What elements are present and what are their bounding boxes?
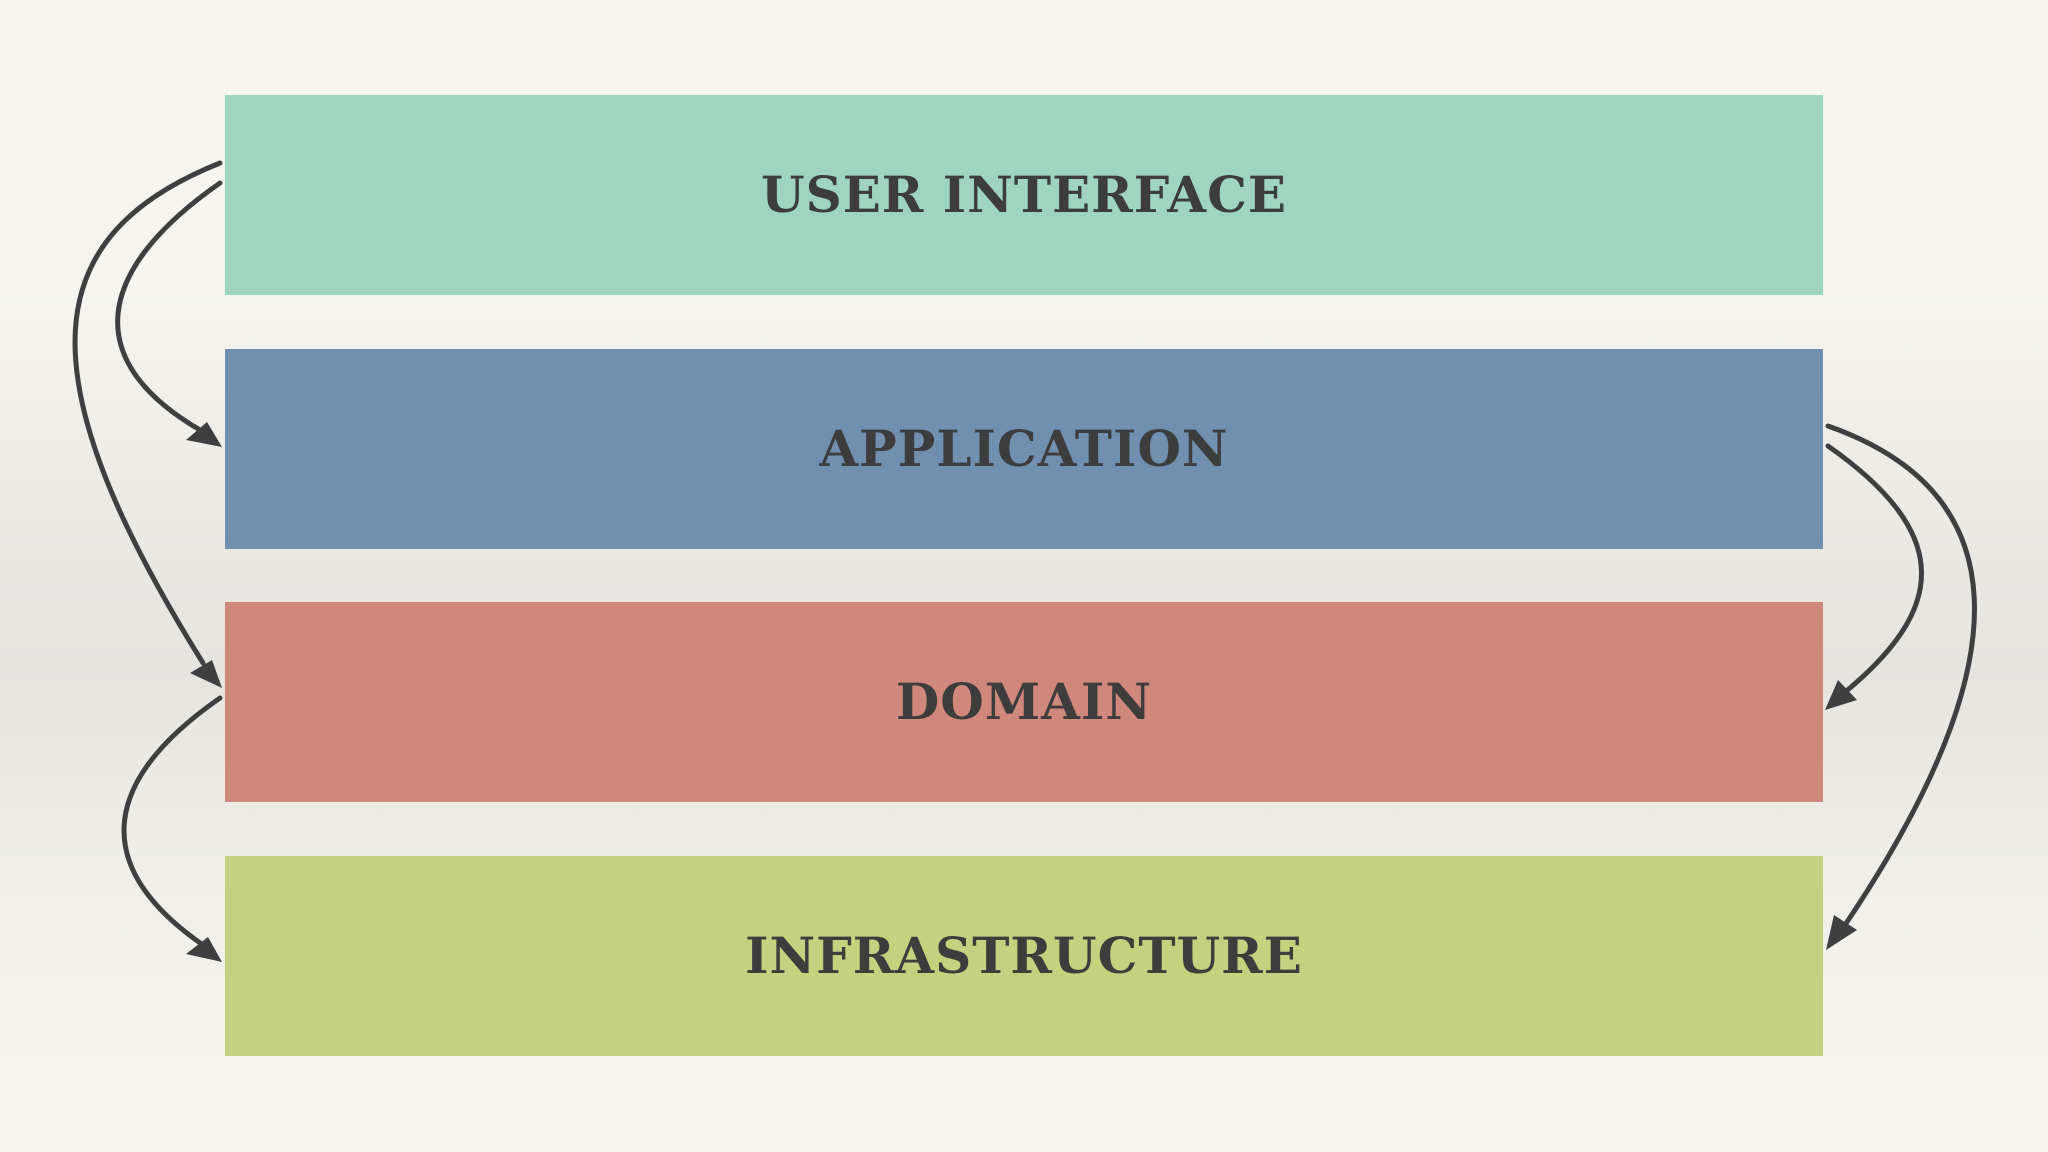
layer-application: APPLICATION bbox=[225, 349, 1823, 549]
layer-label-user-interface: USER INTERFACE bbox=[760, 165, 1287, 224]
layer-label-application: APPLICATION bbox=[819, 419, 1229, 478]
arrow-application-to-infrastructure bbox=[1825, 423, 1977, 950]
layer-label-domain: DOMAIN bbox=[895, 672, 1153, 731]
layer-user-interface: USER INTERFACE bbox=[225, 95, 1823, 295]
layer-domain: DOMAIN bbox=[225, 602, 1823, 802]
arrow-application-to-domain bbox=[1825, 443, 1924, 710]
arrow-domain-to-infrastructure bbox=[121, 695, 223, 962]
arrow-ui-to-application bbox=[115, 180, 223, 447]
layer-infrastructure: INFRASTRUCTURE bbox=[225, 856, 1823, 1056]
arrow-ui-to-domain bbox=[72, 160, 223, 688]
layer-label-infrastructure: INFRASTRUCTURE bbox=[745, 926, 1303, 985]
